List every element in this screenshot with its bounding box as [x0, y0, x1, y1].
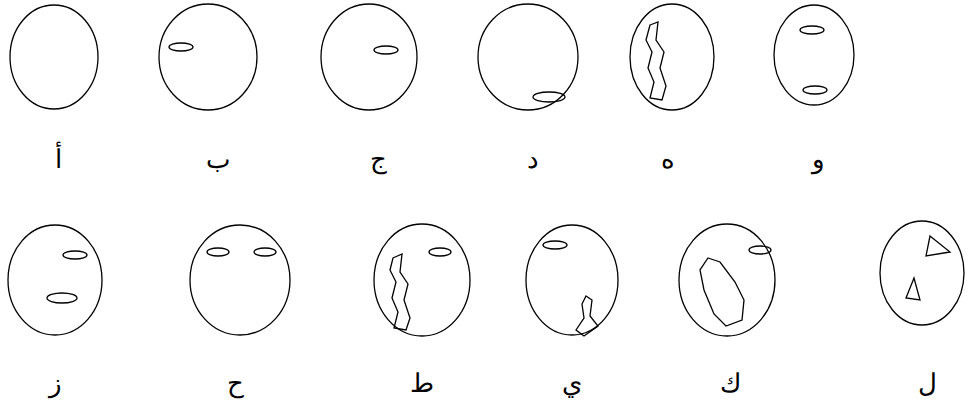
figure-letter: ط — [410, 371, 434, 397]
figure-letter: ي — [562, 371, 582, 397]
face-oval — [321, 4, 417, 110]
mouth-ellipse — [47, 293, 77, 303]
figure-letter: ب — [206, 147, 230, 173]
figure-letter: ح — [227, 371, 244, 397]
face-oval — [630, 4, 714, 110]
figure-letter: ل — [918, 371, 937, 397]
figure-letter: ك — [720, 371, 741, 397]
figure-letter: د — [527, 147, 539, 173]
eye-ellipse — [254, 248, 276, 256]
face-oval — [10, 5, 98, 109]
irregular-shape — [700, 258, 744, 326]
figure-letter: و — [812, 147, 825, 173]
eye-ellipse — [429, 248, 451, 256]
face-oval — [159, 4, 257, 110]
figure-letter: ز — [49, 371, 62, 397]
eye-ellipse — [169, 43, 193, 51]
irregular-shape — [646, 22, 666, 100]
eye-ellipse — [543, 241, 567, 249]
irregular-shape — [576, 296, 598, 336]
eye-ellipse — [207, 248, 229, 256]
figure-letter: ج — [370, 147, 387, 173]
face-oval — [679, 224, 775, 336]
face-oval — [880, 221, 964, 325]
eye-ellipse — [63, 251, 87, 259]
face-oval — [190, 225, 290, 335]
triangle-shape — [926, 236, 950, 256]
face-oval — [8, 225, 102, 335]
face-oval — [374, 224, 470, 336]
eye-ellipse — [374, 46, 398, 54]
mouth-ellipse — [803, 86, 827, 94]
mouth-ellipse — [533, 92, 565, 102]
face-oval — [478, 4, 578, 110]
irregular-shape — [390, 254, 410, 330]
face-oval — [774, 5, 854, 105]
face-oval — [526, 225, 618, 335]
eye-ellipse — [749, 246, 771, 254]
triangle-shape — [906, 278, 920, 300]
figure-letter: أ — [55, 147, 62, 173]
eye-ellipse — [800, 26, 824, 34]
figure-letter: ه — [661, 147, 675, 173]
